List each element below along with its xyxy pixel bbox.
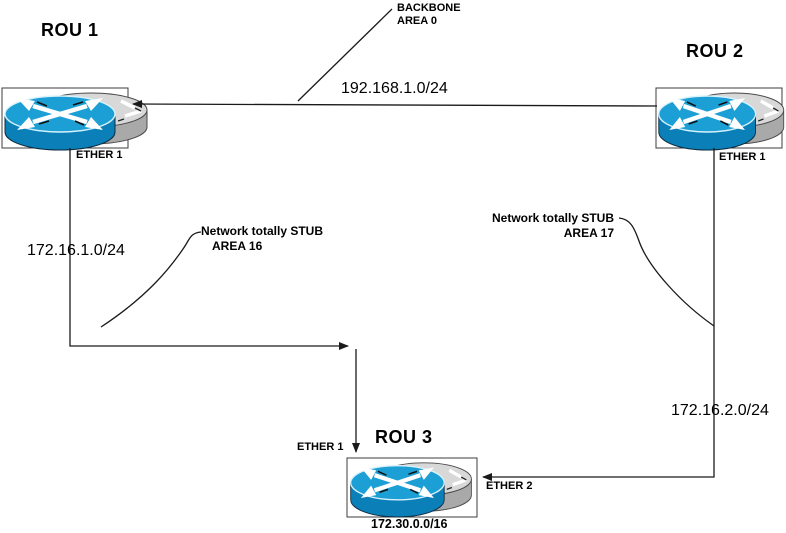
link-rou1-elbow xyxy=(69,148,349,350)
stub-area17-annotation: Network totally STUB AREA 17 xyxy=(492,211,614,241)
link-rou2-to-rou1 xyxy=(132,100,658,109)
rou3-port-ether1-label: ETHER 1 xyxy=(297,441,344,453)
connector-group xyxy=(69,8,715,481)
rou2-port-ether1-label: ETHER 1 xyxy=(719,151,766,163)
backbone-network-label: 192.168.1.0/24 xyxy=(341,80,448,97)
rou3-title: ROU 3 xyxy=(375,427,433,447)
backbone-area-annotation: BACKBONE AREA 0 xyxy=(397,2,461,28)
rou1-rou3-network-label: 172.16.1.0/24 xyxy=(27,242,125,259)
link-rou2-to-rou3 xyxy=(482,148,715,481)
stub-area16-line1: Network totally STUB xyxy=(201,224,324,238)
stub-area17-line2: AREA 17 xyxy=(563,226,614,240)
rou2-title: ROU 2 xyxy=(686,41,744,61)
rou3-network-caption: 172.30.0.0/16 xyxy=(371,517,448,531)
area17-callout-curve xyxy=(618,217,715,327)
stub-area16-line2: AREA 16 xyxy=(212,239,263,253)
area16-callout-curve xyxy=(100,231,202,328)
backbone-callout-line xyxy=(297,8,393,102)
rou1-title: ROU 1 xyxy=(41,20,99,40)
rou3-port-ether2-label: ETHER 2 xyxy=(486,480,533,492)
rou1-port-ether1-label: ETHER 1 xyxy=(76,149,123,161)
stub-area16-annotation: Network totally STUB AREA 16 xyxy=(201,224,323,254)
rou2-rou3-network-label: 172.16.2.0/24 xyxy=(671,402,769,419)
backbone-area-line1: BACKBONE xyxy=(397,2,461,14)
stub-area17-line1: Network totally STUB xyxy=(491,211,614,225)
backbone-area-line2: AREA 0 xyxy=(397,15,437,27)
